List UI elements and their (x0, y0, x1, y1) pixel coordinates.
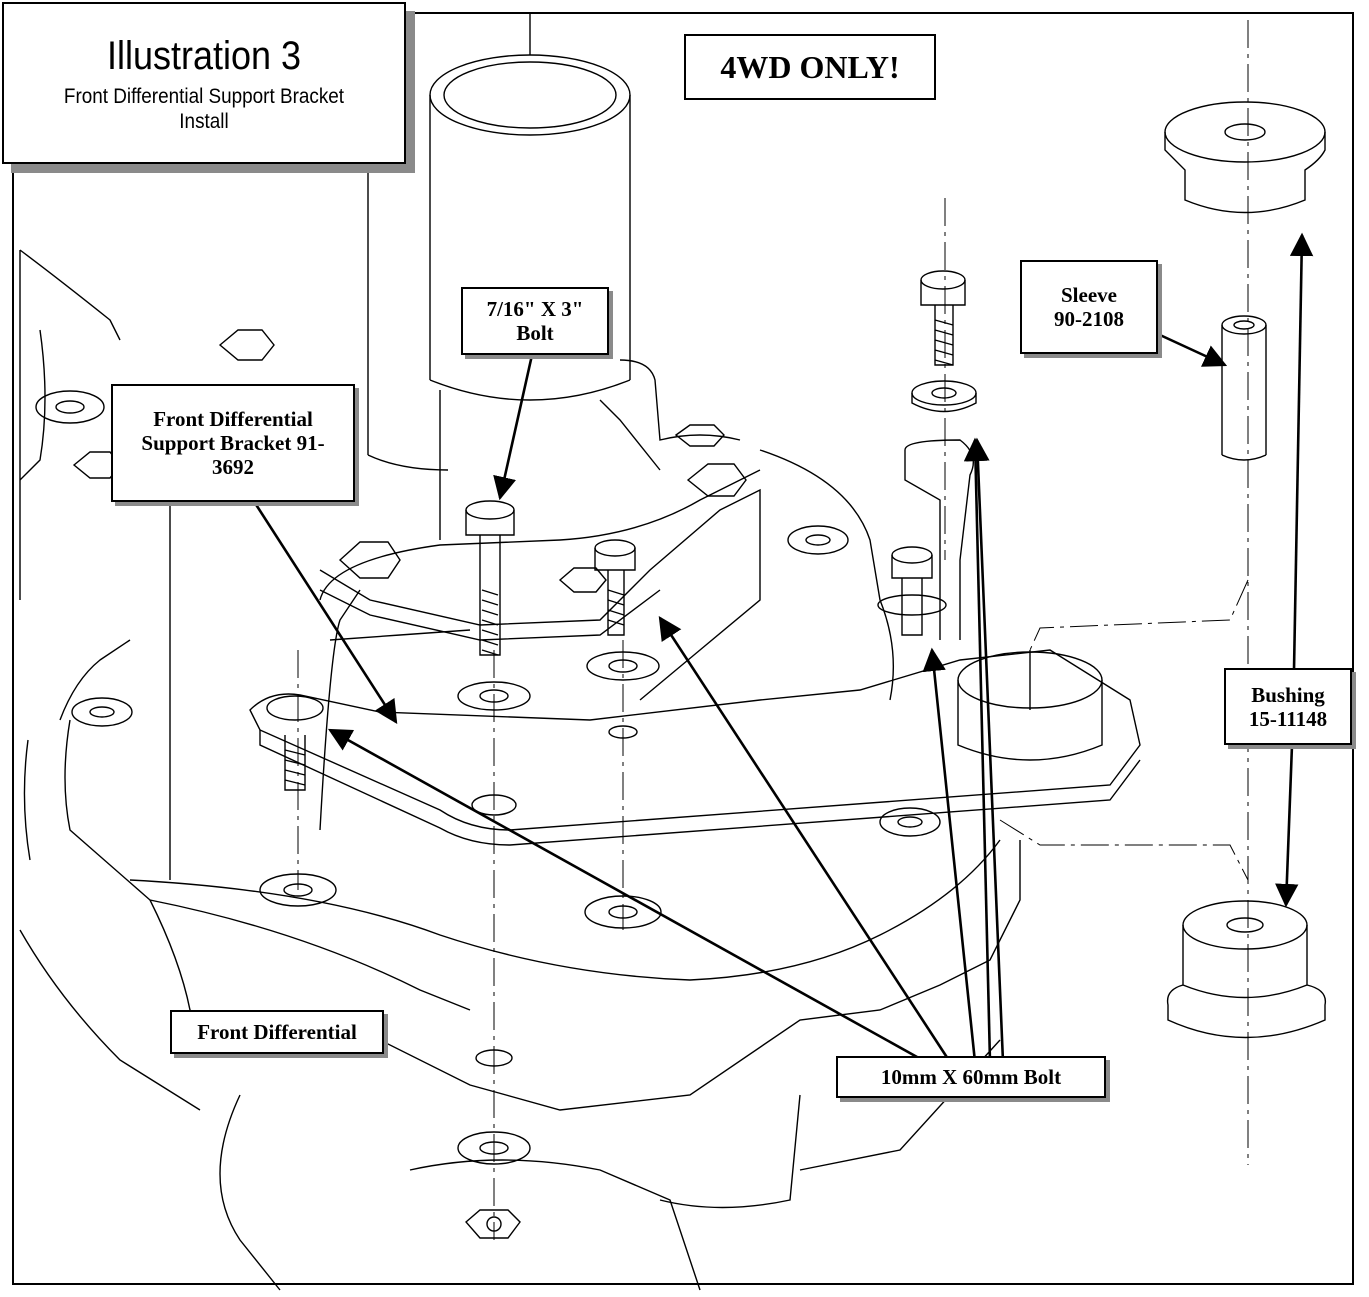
sleeve-line-2: 90-2108 (1054, 307, 1124, 331)
bolt-10mm-b (920, 270, 966, 366)
leader-arrows (253, 232, 1314, 1064)
bolt-10mm-text: 10mm X 60mm Bolt (880, 1065, 1062, 1089)
front-differential-label: Front Differential (170, 1010, 384, 1054)
bolt-10mm-a (594, 539, 636, 636)
4wd-only-text: 4WD ONLY! (720, 48, 900, 85)
sleeve-part (1221, 315, 1267, 461)
bushing-line-1: Bushing (1251, 682, 1325, 707)
illustration-title-box: Illustration 3 Front Differential Suppor… (2, 2, 406, 164)
sleeve-label: Sleeve 90-2108 (1020, 260, 1158, 354)
bolt-bracket-left (266, 695, 324, 791)
bushing-label: Bushing 15-11148 (1224, 668, 1352, 745)
bushing-line-2: 15-11148 (1248, 706, 1328, 731)
support-bracket-plate (249, 439, 1141, 846)
subtitle-line-1: Front Differential Support Bracket (63, 85, 345, 108)
bracket-line-1: Front Differential (153, 407, 313, 431)
bolt-7-16-line-2: Bolt (516, 321, 554, 345)
top-pipe (367, 14, 631, 471)
bracket-line-2: Support Bracket 91- (141, 431, 325, 455)
bolt-10mm-label: 10mm X 60mm Bolt (836, 1056, 1106, 1098)
bolt-7-16-label: 7/16" X 3" Bolt (461, 287, 609, 355)
upper-bracket (319, 390, 761, 701)
bushing-bottom (1166, 900, 1327, 1039)
diagram-frame (12, 12, 1354, 1285)
bracket-socket (957, 650, 1103, 761)
sleeve-line-1: Sleeve (1061, 283, 1117, 307)
subtitle-line-2: Install (179, 110, 229, 133)
illustration-title: Illustration 3 (106, 34, 302, 78)
bolt-10mm-c (877, 546, 947, 636)
bolt-7-16 (465, 500, 515, 656)
differential-housing (19, 249, 1021, 1291)
bolt-7-16-line-1: 7/16" X 3" (486, 297, 584, 321)
bracket-line-3: 3692 (212, 455, 254, 479)
bracket-label: Front Differential Support Bracket 91- 3… (111, 384, 355, 502)
front-differential-text: Front Differential (197, 1020, 357, 1044)
4wd-only-label: 4WD ONLY! (684, 34, 936, 100)
bushing-top (1164, 101, 1326, 214)
illustration-subtitle: Front Differential Support Bracket Insta… (24, 84, 384, 134)
washers (35, 380, 977, 1165)
